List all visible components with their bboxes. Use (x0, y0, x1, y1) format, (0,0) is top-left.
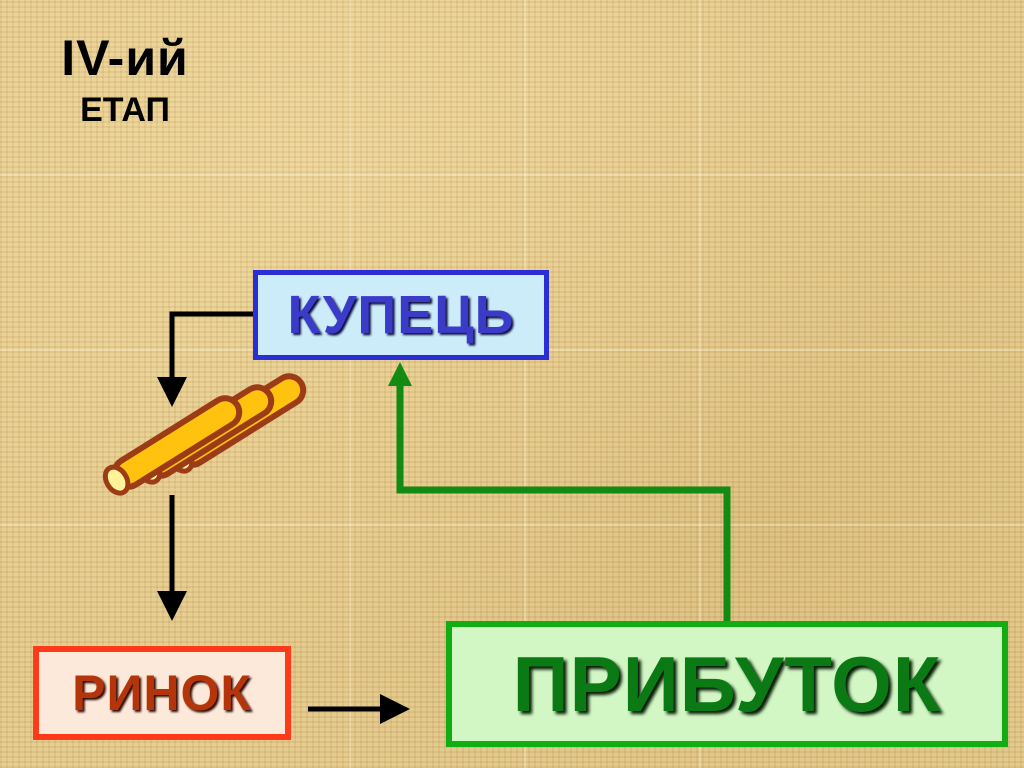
goods-bundle-icon (102, 373, 307, 496)
stage-title: IV-ий ЕТАП (30, 30, 220, 130)
arrow-profit-to-merchant (396, 384, 731, 621)
merchant-box: КУПЕЦЬ (253, 270, 549, 360)
arrow-merchant-to-goods (157, 311, 253, 407)
merchant-label: КУПЕЦЬ (287, 285, 515, 345)
profit-box: ПРИБУТОК (446, 621, 1008, 747)
market-label: РИНОК (72, 665, 252, 721)
profit-label: ПРИБУТОК (512, 639, 942, 728)
arrow-profit-to-merchant-head (388, 362, 412, 386)
market-box: РИНОК (33, 646, 291, 740)
stage-number: IV-ий (61, 30, 189, 86)
stage-label: ЕТАП (80, 91, 170, 129)
